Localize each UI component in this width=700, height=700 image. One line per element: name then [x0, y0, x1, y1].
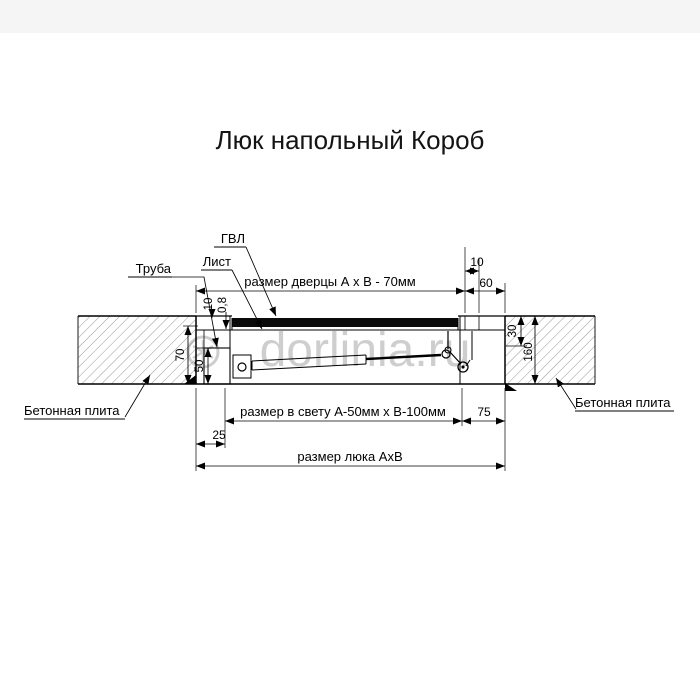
watermark-text: dorlinia.ru: [260, 324, 471, 377]
dim-25-label: 25: [212, 428, 226, 442]
dimension-lines: [184, 267, 539, 470]
door-leaf: [231, 318, 459, 330]
callouts: ГВЛ Лист Труба Бетонная плита Бетонная п…: [24, 231, 674, 420]
callout-gvl-leader: [245, 246, 277, 317]
callout-sheet-leader: [231, 269, 263, 330]
concrete-slab-left: [77, 315, 196, 385]
callout-tube-leader: [172, 276, 219, 348]
gvl-panel: [232, 318, 458, 327]
dim-door-size-label: размер дверцы А х В - 70мм: [244, 274, 416, 289]
left-bracket: [232, 354, 252, 379]
callout-concrete-right-label: Бетонная плита: [575, 395, 671, 410]
right-anchor: [505, 383, 517, 391]
dim-50-label: 50: [194, 360, 206, 373]
callout-concrete-right-leader: [555, 377, 577, 410]
page-title: Люк напольный Короб: [216, 125, 485, 155]
strut-rod: [365, 353, 442, 361]
dim-10-top-label: 10: [470, 255, 484, 269]
dim-160-label: 160: [523, 342, 535, 361]
hatch-frame: [184, 315, 517, 391]
callout-concrete-left-label: Бетонная плита: [24, 403, 120, 418]
callout-concrete-left-leader: [124, 374, 151, 418]
dim-70-label: 70: [175, 349, 187, 362]
callout-sheet-label: Лист: [203, 254, 231, 269]
callout-tube-label: Труба: [136, 261, 172, 276]
frame-tube-profile: [203, 347, 231, 385]
gas-strut-mechanism: [232, 331, 473, 379]
dim-30-label: 30: [507, 325, 519, 338]
dim-60-label: 60: [479, 276, 493, 290]
dim-hatch-size-label: размер люка АхВ: [297, 449, 402, 464]
dim-clear-size-label: размер в свету А-50мм х В-100мм: [240, 404, 446, 419]
hinge-pivot: [457, 361, 469, 373]
callout-gvl-label: ГВЛ: [221, 231, 245, 246]
dim-08-label: 0,8: [217, 297, 229, 313]
dimension-labels: размер дверцы А х В - 70мм 10 60 размер …: [175, 255, 535, 464]
page-top-strip: [0, 0, 700, 33]
dim-75-label: 75: [477, 405, 491, 419]
